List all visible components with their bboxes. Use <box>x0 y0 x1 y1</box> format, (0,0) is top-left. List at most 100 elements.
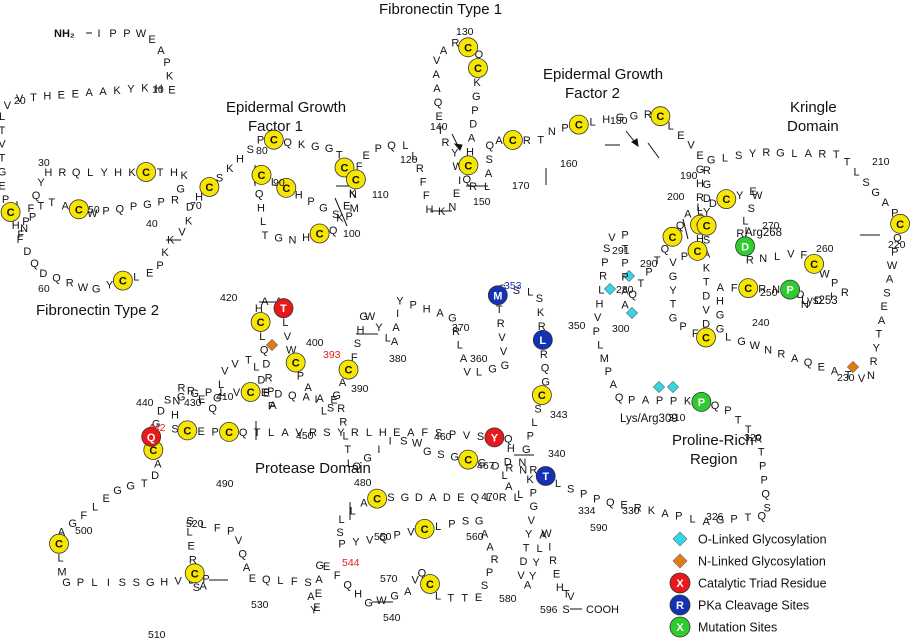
annotation-393: 393 <box>323 349 341 361</box>
amino-acid: S <box>603 243 610 255</box>
amino-acid: R <box>491 554 499 566</box>
amino-acid: C <box>345 365 353 377</box>
amino-acid: P <box>679 321 686 333</box>
amino-acid: N <box>519 464 527 476</box>
amino-acid: A <box>524 580 532 592</box>
amino-acid: H <box>114 167 122 179</box>
amino-acid: S <box>193 582 200 594</box>
amino-acid: P <box>681 251 688 263</box>
residue-number: 240 <box>752 317 770 329</box>
amino-acid: G <box>213 392 222 404</box>
amino-acid: G <box>92 284 101 296</box>
amino-acid: R <box>644 109 652 121</box>
amino-acid: F <box>28 203 35 215</box>
amino-acid: L <box>517 489 523 501</box>
amino-acid: L <box>347 458 353 470</box>
amino-acid: Q <box>758 511 767 523</box>
amino-acid: C <box>258 170 266 182</box>
amino-acid: H <box>171 409 179 421</box>
amino-acid: F <box>423 190 430 202</box>
amino-acid: E <box>393 427 400 439</box>
amino-acid: S <box>304 577 311 589</box>
cysteine-disk <box>0 202 21 222</box>
residue-number: 100 <box>343 228 361 240</box>
residue-number: 320 <box>744 432 762 444</box>
amino-acid: G <box>488 364 497 376</box>
amino-acid: E <box>249 573 256 585</box>
amino-acid: N <box>801 299 809 311</box>
amino-acid: A <box>485 168 493 180</box>
amino-acid: P <box>212 426 219 438</box>
amino-acid: G <box>703 179 712 191</box>
amino-acid: D <box>469 119 477 131</box>
amino-acid: V <box>295 427 303 439</box>
amino-acid: Q <box>379 532 388 544</box>
amino-acid: L <box>774 251 780 263</box>
residue-number: 596 <box>540 604 558 616</box>
amino-acid: S <box>748 203 755 215</box>
amino-acid: V <box>787 249 795 261</box>
amino-acid: I <box>107 577 110 589</box>
amino-acid: K <box>438 206 446 218</box>
amino-acid: P <box>202 573 209 585</box>
amino-acid: T <box>336 150 343 162</box>
amino-acid: R <box>841 287 849 299</box>
amino-acid: L <box>133 272 139 284</box>
amino-acid: R <box>189 555 197 567</box>
amino-acid: L <box>268 427 274 439</box>
annotation-arg268: Arg268 <box>745 227 782 239</box>
amino-acid: I <box>389 436 392 448</box>
residue-number: 80 <box>256 145 268 157</box>
residue-number: 450 <box>296 430 314 442</box>
amino-acid: G <box>423 446 432 458</box>
cysteine-disk <box>49 533 69 554</box>
amino-acid: S <box>486 154 493 166</box>
amino-acid: H <box>556 582 564 594</box>
amino-acid: H <box>507 443 515 455</box>
amino-acid: E <box>168 84 175 96</box>
cysteine-disk <box>696 327 716 348</box>
amino-acid: R <box>337 403 345 415</box>
amino-acid: R <box>452 326 460 338</box>
amino-acid: P <box>394 530 401 542</box>
amino-acid: K <box>226 163 234 175</box>
annotation-544: 544 <box>342 557 360 569</box>
amino-acid: T <box>542 471 549 483</box>
amino-acid: P <box>656 395 663 407</box>
amino-acid: T <box>735 414 742 426</box>
amino-acid: K <box>349 188 357 200</box>
cysteine-disk <box>263 129 284 150</box>
amino-acid: G <box>707 154 716 166</box>
amino-acid: T <box>141 478 148 490</box>
amino-acid: L <box>87 167 93 179</box>
amino-acid: D <box>39 268 47 280</box>
amino-acid: M <box>350 203 359 215</box>
amino-acid: D <box>709 198 717 210</box>
residue-number: 120 <box>400 154 418 166</box>
amino-acid: D <box>702 291 710 303</box>
amino-acid: E <box>475 592 482 604</box>
amino-acid: F <box>214 522 221 534</box>
amino-acid: K <box>648 505 656 517</box>
legend-label: O-Linked Glycosylation <box>698 533 827 547</box>
amino-acid: H <box>379 427 387 439</box>
residue-number: 250 <box>760 287 778 299</box>
residue-number: 10 <box>152 84 164 96</box>
amino-acid: C <box>149 445 157 457</box>
amino-acid: A <box>481 528 489 540</box>
amino-acid: P <box>561 122 568 134</box>
amino-acid: T <box>245 354 252 366</box>
amino-acid: K <box>113 85 121 97</box>
amino-acid: H <box>302 232 310 244</box>
amino-acid: L <box>220 387 226 399</box>
region-kringle-title-line2: Domain <box>787 118 839 135</box>
region-egf2-title-line1: Epidermal Growth <box>543 66 663 83</box>
amino-acid: S <box>186 516 193 528</box>
amino-acid: Y <box>749 148 757 160</box>
amino-acid: Q <box>661 244 670 256</box>
residue-number: 210 <box>872 156 890 168</box>
amino-acid: P <box>77 577 84 589</box>
amino-acid: L <box>321 405 327 417</box>
amino-acid: L <box>57 553 63 565</box>
